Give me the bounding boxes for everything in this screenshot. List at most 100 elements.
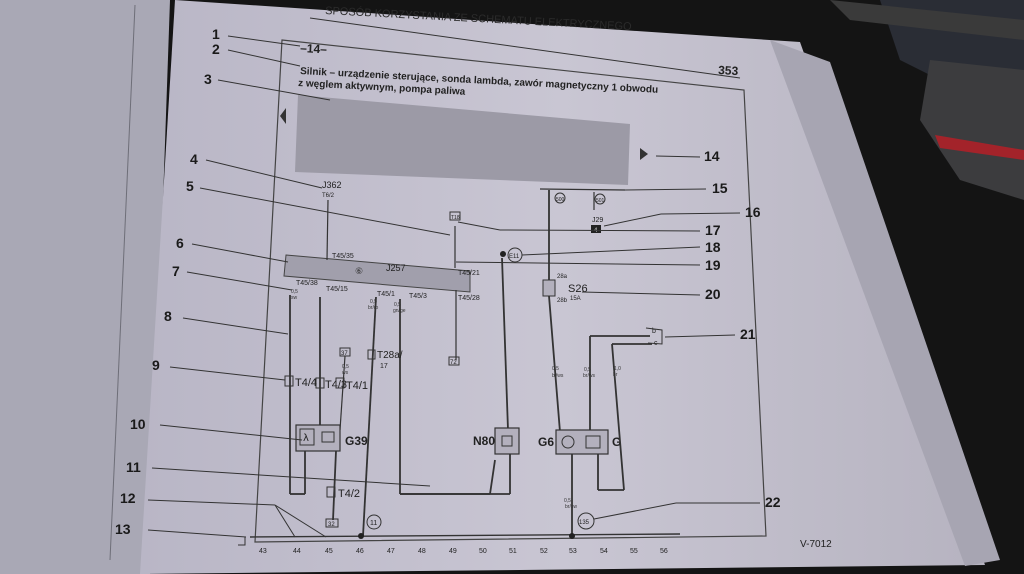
t4-1-label: T4/1 <box>346 380 368 392</box>
scale-number: 43 <box>259 548 267 555</box>
circle-11-label: 11 <box>370 520 377 527</box>
box-32-label: 32 <box>328 522 335 528</box>
s26-fuse <box>542 279 556 297</box>
t45-38-label: T45/38 <box>296 280 318 287</box>
callout-3: 3 <box>204 71 212 87</box>
connector-t4-2 <box>326 486 336 498</box>
callout-18: 18 <box>705 239 721 255</box>
leader-9 <box>169 366 286 381</box>
node-501 <box>594 193 606 205</box>
leader-8 <box>182 317 289 335</box>
g39-label: G39 <box>345 434 368 448</box>
circle-135-label: 135 <box>579 520 590 526</box>
j362-sub: T6/2 <box>322 193 335 199</box>
wire-text: bl/ws <box>552 373 564 379</box>
leader-10 <box>159 424 303 441</box>
cable-bundle <box>830 0 1024 40</box>
wire-text: br/ro <box>368 305 379 311</box>
leader-12-b <box>274 504 327 538</box>
j29-label: J29 <box>592 217 603 224</box>
callout-20: 20 <box>705 286 721 302</box>
terminal-box-t18 <box>449 211 461 221</box>
j29-box-label: 4 <box>594 228 598 234</box>
g6-fuel-pump <box>555 429 609 455</box>
scale-number: 50 <box>479 548 487 555</box>
t45-35-label: T45/35 <box>332 253 354 260</box>
leader-17-a <box>457 221 501 231</box>
leader-3 <box>217 79 331 101</box>
wire-text: 0,5 <box>342 364 349 370</box>
right-arrow-icon <box>640 148 648 160</box>
figure-code: V-7012 <box>800 539 832 550</box>
wire-t4-2 <box>332 450 337 521</box>
t4-2-label: T4/2 <box>338 488 360 500</box>
callout-22: 22 <box>765 494 781 510</box>
wire-text: sw <box>291 295 298 301</box>
diagram-id: –14– <box>300 41 328 56</box>
g-label: G <box>612 435 621 449</box>
leader-4 <box>205 159 323 189</box>
callout-6: 6 <box>176 235 184 251</box>
box-72-label: 72 <box>450 360 457 366</box>
header-rule <box>309 17 741 79</box>
circle-135 <box>577 512 595 530</box>
ground-junction-53 <box>569 533 575 539</box>
scale-numbers: 43 44 45 46 47 48 49 50 51 52 53 54 55 5… <box>259 548 668 555</box>
leader-12-a <box>274 504 296 538</box>
leader-14 <box>655 155 701 158</box>
scale-number: 51 <box>509 548 517 555</box>
callout-8: 8 <box>164 308 172 324</box>
scale-number: 52 <box>540 548 548 555</box>
mouse-red-strip <box>935 135 1024 160</box>
pump-motor-icon <box>561 435 575 449</box>
j257-control-unit-bar <box>283 254 471 293</box>
t28a-label: T28a/ <box>377 350 403 361</box>
leader-16-a <box>603 213 662 227</box>
scale-number: 54 <box>600 548 608 555</box>
n80-label: N80 <box>473 434 495 448</box>
scale-number: 49 <box>449 548 457 555</box>
bottom-bracket <box>238 537 246 546</box>
label-b: b <box>652 328 656 335</box>
j362-label: J362 <box>322 180 342 190</box>
wire-text: 0,5 <box>394 302 401 308</box>
t4-4-label: T4/4 <box>295 377 317 389</box>
node-500 <box>554 192 566 204</box>
callout-21: 21 <box>740 326 756 342</box>
callout-leaders <box>147 35 760 538</box>
callout-5: 5 <box>186 178 194 194</box>
callout-16: 16 <box>745 204 761 220</box>
j257-label: J257 <box>386 263 406 273</box>
leader-11 <box>151 467 431 487</box>
callout-9: 9 <box>152 357 160 373</box>
left-page-edge <box>109 4 136 561</box>
wire-text: 0,5 <box>564 498 571 504</box>
wire-s26-g6 <box>548 295 561 433</box>
j29-box <box>591 225 601 233</box>
leader-19 <box>455 261 701 266</box>
callout-2: 2 <box>212 41 220 57</box>
leader-21 <box>664 334 736 338</box>
leader-17-b <box>499 229 701 232</box>
leader-1 <box>227 35 301 47</box>
wire-text: 0,5 <box>370 299 377 305</box>
terminal-box-72 <box>448 356 460 366</box>
circle-11 <box>366 514 382 530</box>
grey-banner <box>295 95 630 185</box>
leader-18 <box>521 246 701 256</box>
leader-16-b <box>660 212 741 215</box>
wire-text: gn/ge <box>393 308 406 314</box>
diagram-frame <box>254 39 767 543</box>
lambda-symbol: λ <box>303 433 309 444</box>
ground-bus-line <box>249 533 681 538</box>
t45-1-label: T45/1 <box>377 291 395 298</box>
callout-19: 19 <box>705 257 721 273</box>
scale-number: 55 <box>630 548 638 555</box>
leader-22-a <box>593 502 677 520</box>
fuel-level-sensor-icon <box>585 435 601 449</box>
callout-4: 4 <box>190 151 198 167</box>
bc-bracket <box>645 327 663 345</box>
t45-21-label: T45/21 <box>458 270 480 277</box>
scale-number: 44 <box>293 548 301 555</box>
